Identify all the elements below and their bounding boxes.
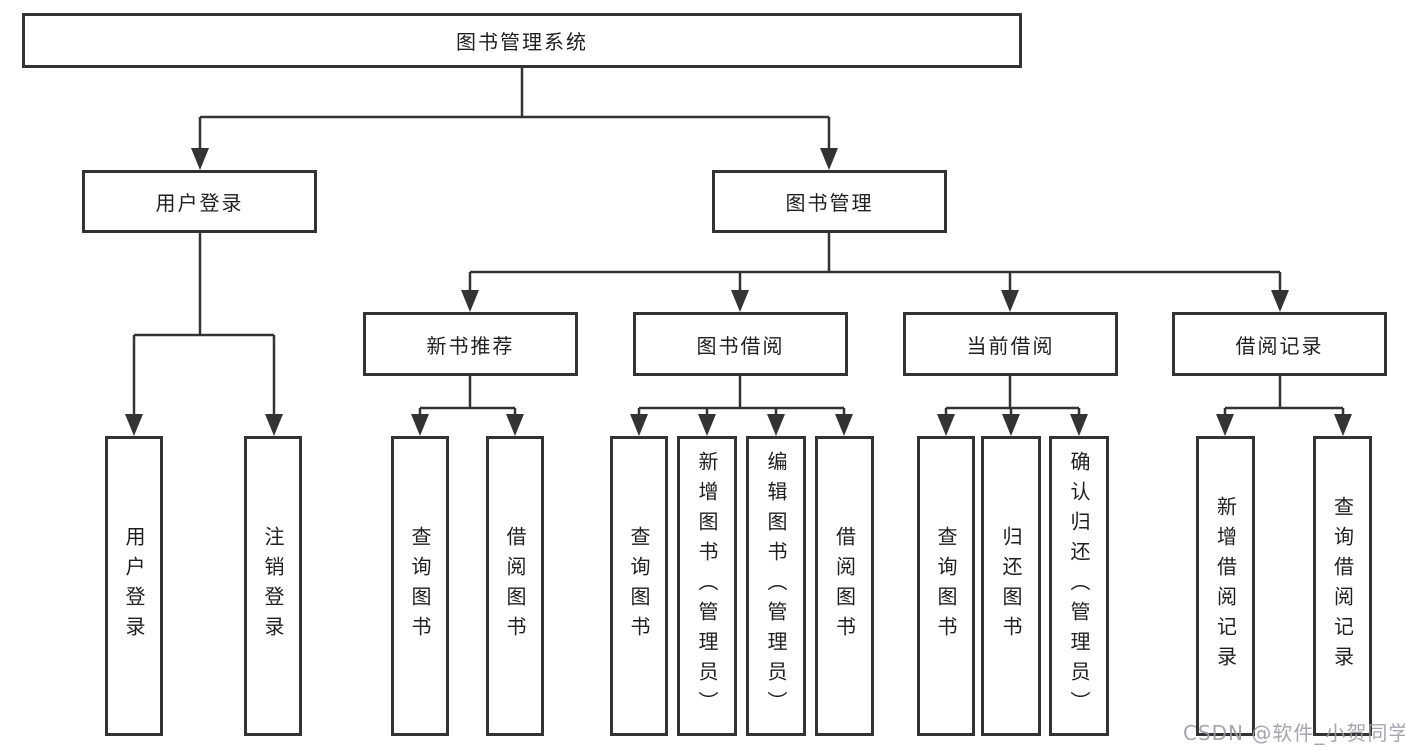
node-book-management: 图书管理 [712,170,947,233]
node-library-system: 图书管理系统 [22,13,1022,68]
leaf-logout: 注销登录 [244,436,302,736]
node-label: 用户登录 [155,191,244,215]
leaf-label: 归还图书 [999,526,1023,646]
leaf-label: 新增借阅记录 [1213,496,1238,676]
leaf-borrow-books-recommend: 借阅图书 [486,436,544,736]
leaf-label: 注销登录 [261,526,285,646]
leaf-label: 查询图书 [408,526,432,646]
leaf-label: 新增图书（管理员） [695,451,719,721]
leaf-label: 编辑图书（管理员） [764,451,788,721]
node-label: 当前借阅 [966,333,1055,358]
leaf-add-borrow-record: 新增借阅记录 [1196,436,1255,736]
leaf-add-book-admin: 新增图书（管理员） [677,436,737,736]
leaf-label: 查询图书 [627,526,651,646]
leaf-confirm-return-admin: 确认归还（管理员） [1049,436,1109,736]
leaf-label: 用户登录 [122,526,146,646]
leaf-return-book: 归还图书 [981,436,1041,736]
leaf-query-books-recommend: 查询图书 [391,436,449,736]
leaf-user-login: 用户登录 [105,436,163,736]
leaf-query-books-current: 查询图书 [917,436,975,736]
node-new-book-recommend: 新书推荐 [363,312,578,376]
node-label: 图书管理系统 [456,30,588,54]
node-label: 图书借阅 [696,333,785,358]
leaf-label: 确认归还（管理员） [1067,451,1091,721]
node-borrow-records: 借阅记录 [1172,312,1387,376]
node-label: 借阅记录 [1235,333,1324,358]
node-user-login: 用户登录 [82,170,317,233]
leaf-query-borrow-record: 查询借阅记录 [1313,436,1372,736]
node-book-borrow: 图书借阅 [633,312,848,376]
leaf-label: 借阅图书 [503,526,527,646]
leaf-label: 查询图书 [934,526,958,646]
leaf-label: 查询借阅记录 [1330,496,1355,676]
leaf-label: 借阅图书 [832,526,857,646]
node-current-borrow: 当前借阅 [903,312,1118,376]
node-label: 图书管理 [785,191,874,215]
node-label: 新书推荐 [426,333,515,358]
leaf-query-books-borrow: 查询图书 [610,436,668,736]
arrowheads [125,148,1352,436]
leaf-edit-book-admin: 编辑图书（管理员） [746,436,806,736]
leaf-borrow-books: 借阅图书 [815,436,874,736]
csdn-watermark: CSDN @软件_小贺同学 [1183,721,1405,745]
